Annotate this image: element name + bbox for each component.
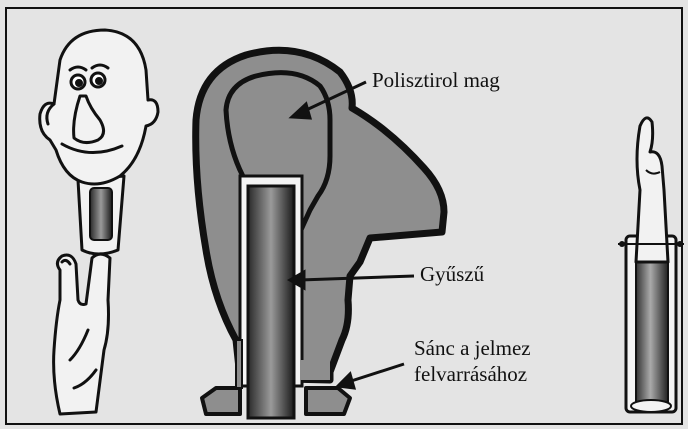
tube-with-hand-illustration (618, 118, 684, 412)
label-rim-line2: felvarrásához (414, 362, 527, 386)
finger-puppet-illustration (40, 30, 158, 414)
head-cross-section (196, 50, 444, 418)
arrow-rim (348, 364, 404, 382)
rim-flange-left (202, 388, 240, 414)
thimble-tube (248, 186, 294, 418)
label-rim-line1: Sánc a jelmez (414, 336, 531, 360)
arrowhead-rim (338, 374, 354, 388)
rim-flange-right (306, 388, 350, 414)
label-thimble: Gyűszű (420, 262, 484, 286)
label-polystyrene-core: Polisztirol mag (372, 68, 500, 92)
